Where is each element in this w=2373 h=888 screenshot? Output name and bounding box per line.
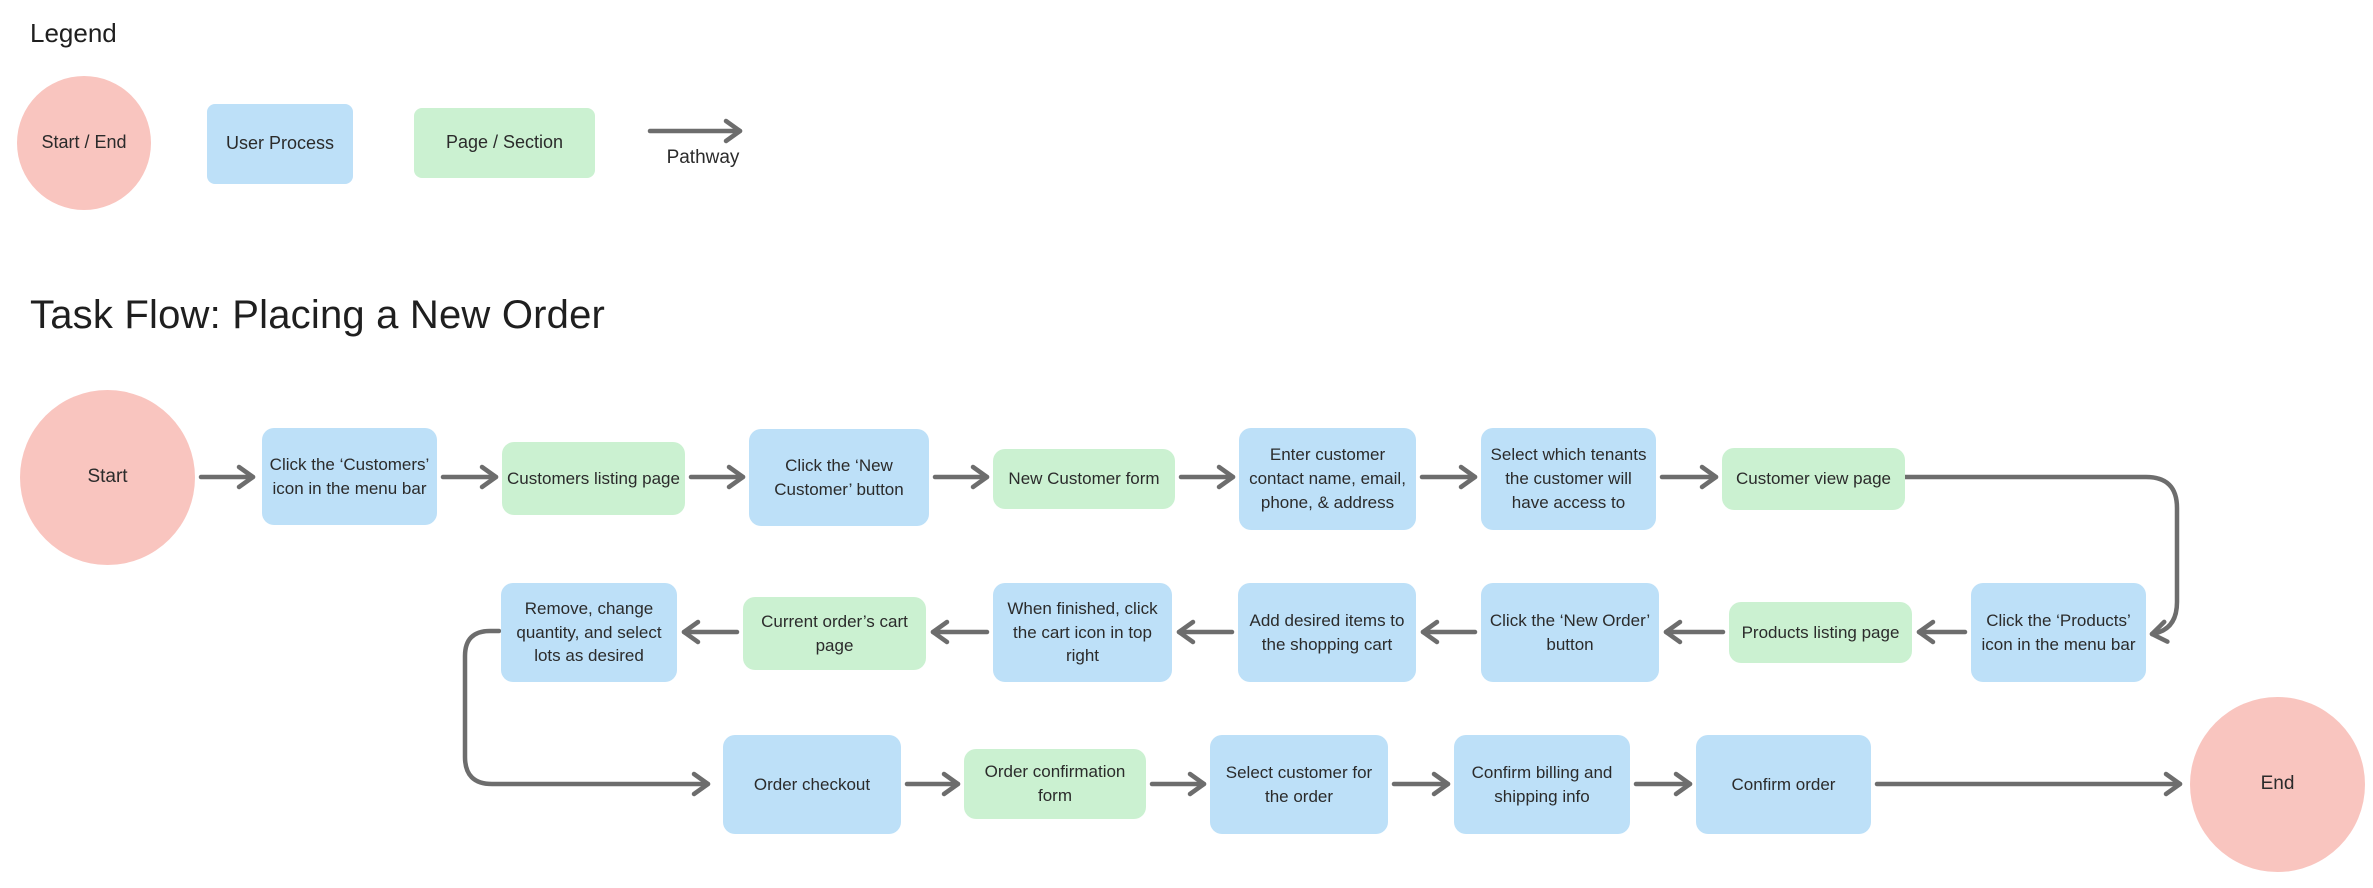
node-enter-customer-contact: Enter customer contact name, email, phon… bbox=[1239, 428, 1416, 530]
node-click-products-icon: Click the ‘Products’ icon in the menu ba… bbox=[1971, 583, 2146, 682]
node-add-items-to-cart: Add desired items to the shopping cart bbox=[1238, 583, 1416, 682]
node-click-cart-icon: When finished, click the cart icon in to… bbox=[993, 583, 1172, 682]
node-new-customer-form: New Customer form bbox=[993, 449, 1175, 509]
node-order-checkout: Order checkout bbox=[723, 735, 901, 834]
node-adjust-cart-items: Remove, change quantity, and select lots… bbox=[501, 583, 677, 682]
legend-pathway-label: Pathway bbox=[666, 147, 740, 168]
page-title: Task Flow: Placing a New Order bbox=[30, 293, 606, 337]
legend-page-section-shape: Page / Section bbox=[414, 108, 595, 178]
node-click-customers-icon: Click the ‘Customers’ icon in the menu b… bbox=[262, 428, 437, 525]
node-select-customer-for-order: Select customer for the order bbox=[1210, 735, 1388, 834]
node-confirm-billing-shipping: Confirm billing and shipping info bbox=[1454, 735, 1630, 834]
node-select-tenants: Select which tenants the customer will h… bbox=[1481, 428, 1656, 530]
node-customers-listing-page: Customers listing page bbox=[502, 442, 685, 515]
node-end: End bbox=[2190, 697, 2365, 872]
node-order-confirmation-form: Order confirmation form bbox=[964, 749, 1146, 819]
node-current-order-cart-page: Current order’s cart page bbox=[743, 597, 926, 670]
legend-start-end-shape: Start / End bbox=[17, 76, 151, 210]
node-customer-view-page: Customer view page bbox=[1722, 448, 1905, 510]
node-start: Start bbox=[20, 390, 195, 565]
node-click-new-order-button: Click the ‘New Order’ button bbox=[1481, 583, 1659, 682]
node-confirm-order: Confirm order bbox=[1696, 735, 1871, 834]
legend-user-process-shape: User Process bbox=[207, 104, 353, 184]
node-click-new-customer-button: Click the ‘New Customer’ button bbox=[749, 429, 929, 526]
node-products-listing-page: Products listing page bbox=[1729, 602, 1912, 663]
legend-heading: Legend bbox=[30, 18, 117, 48]
